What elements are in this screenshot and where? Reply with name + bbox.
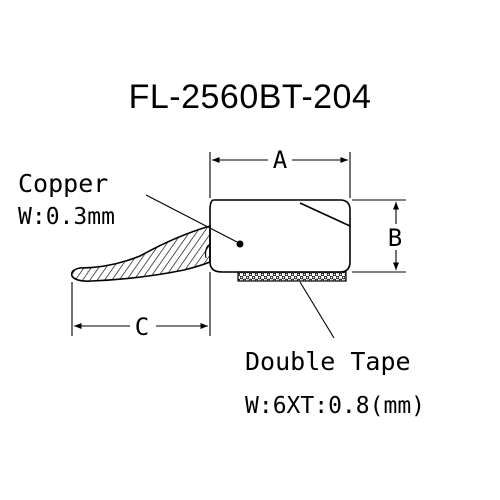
copper-lead <box>70 224 211 282</box>
tape-leader-line <box>299 281 335 339</box>
copper-label: Copper <box>18 169 108 198</box>
part-number-title: FL-2560BT-204 <box>128 78 372 116</box>
dimension-a-label: A <box>273 146 288 174</box>
connector-body <box>209 199 351 273</box>
dimension-a-label-mask <box>268 148 292 170</box>
copper-leader-dot <box>236 240 244 248</box>
double-tape <box>237 271 347 282</box>
tape-spec-label: W:6XT:0.8(mm) <box>245 393 425 419</box>
dimension-b-label-mask <box>384 224 408 250</box>
copper-width-label: W:0.3mm <box>18 204 115 230</box>
dimension-c-label-mask <box>130 314 156 340</box>
tape-label: Double Tape <box>245 347 411 376</box>
dimension-b-label: B <box>388 224 402 252</box>
copper-leader-line <box>145 194 238 243</box>
dimension-c-label: C <box>135 313 149 341</box>
